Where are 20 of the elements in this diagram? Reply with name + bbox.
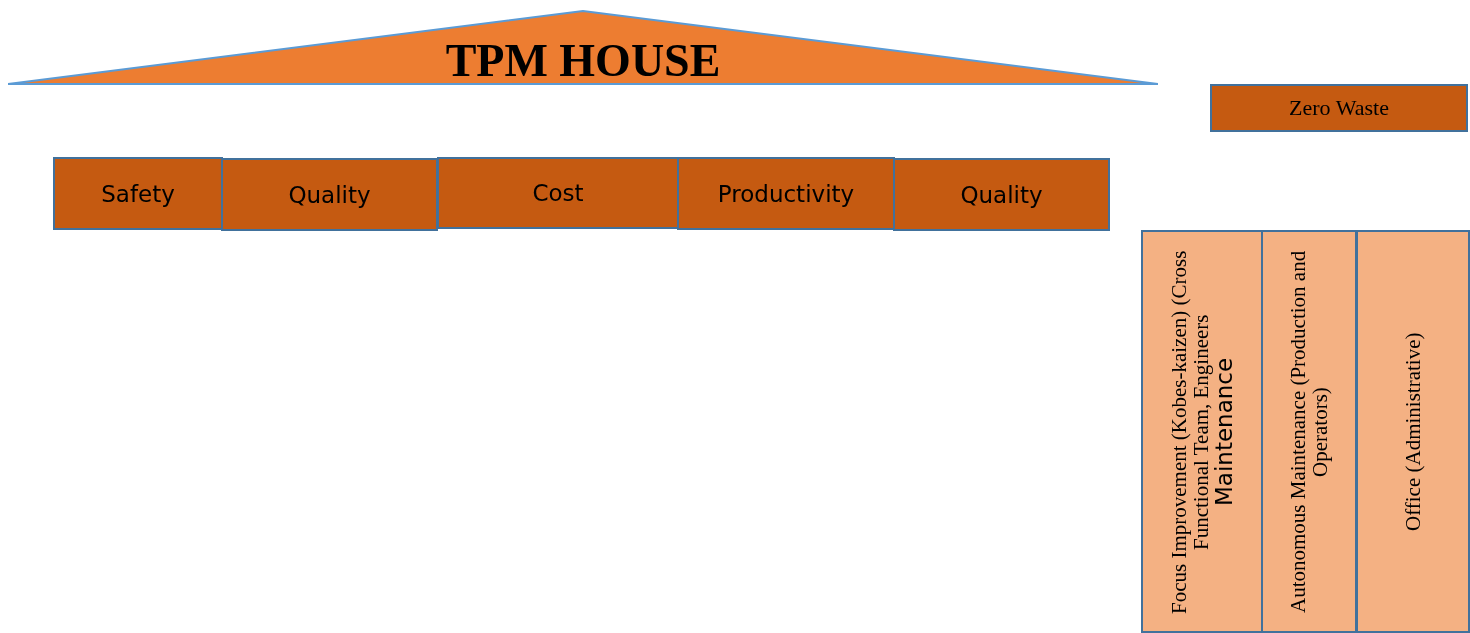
goal-label: Safety: [101, 180, 175, 207]
goal-label: Quality: [960, 181, 1043, 208]
pillar-label: Focus Improvement (Kobes-kaizen) (Cross Functional Team, Engineers: [1167, 249, 1212, 616]
goal-label: Quality: [288, 181, 371, 208]
goal-box: [53, 157, 223, 230]
pillar-box: [1356, 230, 1470, 633]
roof-title: TPM HOUSE: [445, 36, 721, 86]
goal-label: Zero Waste: [1289, 95, 1389, 121]
pillar-label: Office (Administrative): [1401, 331, 1424, 534]
goal-box: [221, 158, 438, 231]
pillar-label: Autonomous Maintenance (Production and Operators): [1286, 249, 1332, 616]
goal-label: Productivity: [717, 180, 855, 207]
goal-box: [437, 157, 679, 229]
goal-box: [1210, 84, 1468, 132]
roof-triangle: [8, 10, 1158, 86]
goal-box: [677, 157, 895, 230]
pillar-box: [1141, 230, 1263, 633]
goal-box: [893, 158, 1110, 231]
pillar-box: [1261, 230, 1357, 633]
goal-label: Cost: [532, 180, 584, 206]
